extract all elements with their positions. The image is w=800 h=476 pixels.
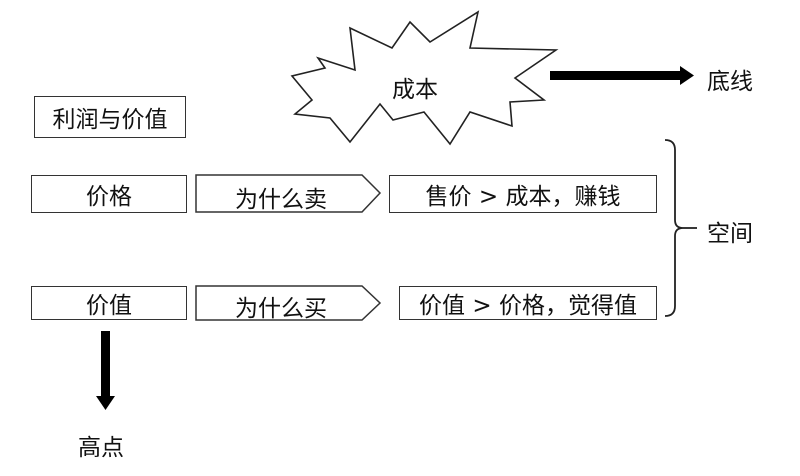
bottom-line-label: 底线: [707, 69, 753, 95]
value-box: 价值: [31, 286, 187, 320]
cost-label: 成本: [392, 77, 438, 103]
high-point-arrow: [96, 331, 115, 410]
space-bracket: [664, 139, 697, 317]
why-buy-label: 为什么买: [235, 296, 327, 322]
high-point-label: 高点: [78, 435, 124, 461]
bottom-line-arrow: [550, 66, 694, 85]
price-box: 价格: [31, 175, 187, 213]
value-label: 价值: [86, 293, 132, 319]
why-sell-label: 为什么卖: [235, 187, 327, 213]
price-gt-cost-label: 售价 > 成本，赚钱: [425, 184, 621, 210]
profit-value-label: 利润与价值: [52, 107, 168, 133]
value-gt-price-label: 价值 > 价格，觉得值: [419, 293, 637, 319]
why-sell-chevron: [195, 174, 382, 213]
cost-burst-shape: [290, 10, 559, 146]
profit-value-box: 利润与价值: [34, 96, 186, 138]
price-gt-cost-box: 售价 > 成本，赚钱: [389, 175, 657, 213]
price-label: 价格: [86, 184, 132, 210]
why-buy-chevron: [195, 285, 382, 321]
value-gt-price-box: 价值 > 价格，觉得值: [399, 286, 657, 320]
space-label: 空间: [707, 221, 753, 247]
